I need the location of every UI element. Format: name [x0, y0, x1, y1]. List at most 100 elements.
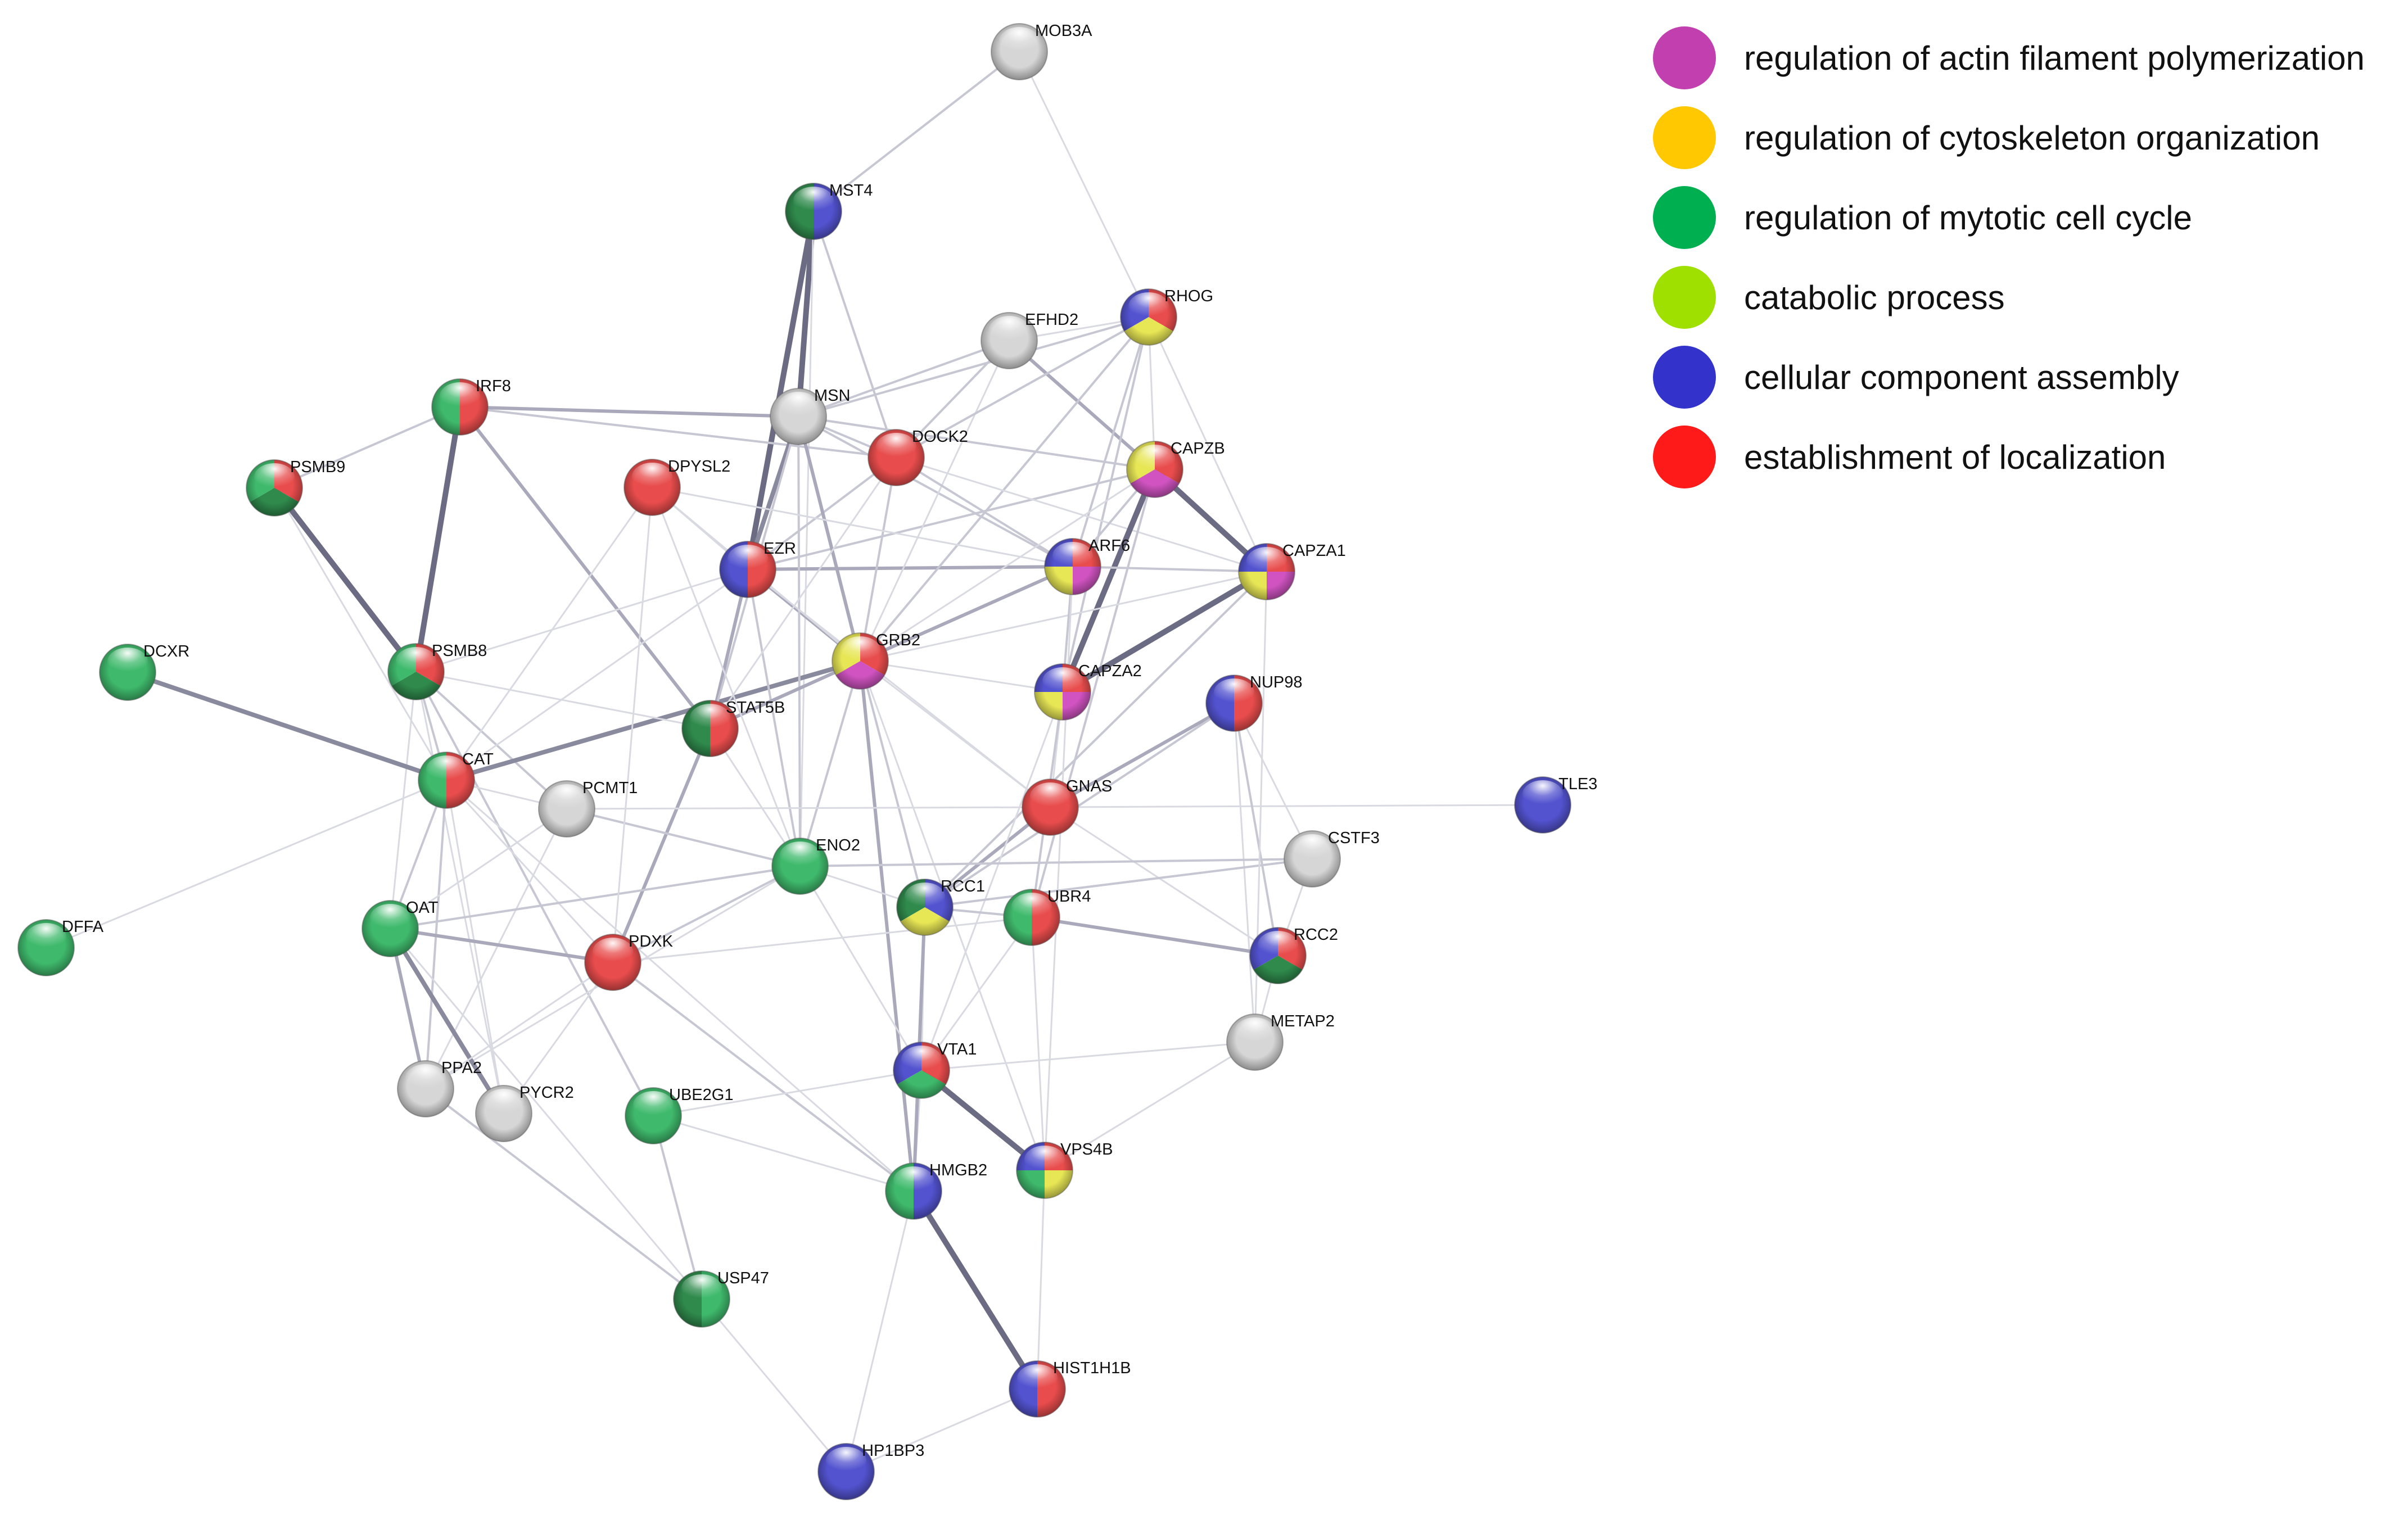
edge-ezr-capzb: [747, 468, 1156, 571]
node-ubr4[interactable]: UBR4: [1003, 888, 1091, 946]
node-outline: [868, 429, 925, 486]
node-gloss: [440, 382, 480, 410]
node-pycr2[interactable]: PYCR2: [475, 1084, 574, 1142]
node-stat5b[interactable]: STAT5B: [681, 699, 785, 757]
edge-mst4-dock2: [812, 210, 897, 459]
node-ppa2[interactable]: PPA2: [397, 1059, 482, 1117]
node-hist1h1b[interactable]: HIST1H1B: [1009, 1359, 1131, 1418]
node-vps4b[interactable]: VPS4B: [1016, 1141, 1113, 1199]
node-eno2[interactable]: ENO2: [771, 836, 860, 895]
node-dpysl2[interactable]: DPYSL2: [624, 458, 730, 516]
edge-nup98-rcc2: [1233, 702, 1279, 957]
edge-ppa2-usp47: [424, 1088, 703, 1300]
node-gloss: [728, 545, 768, 573]
edge-dock2-capza1: [895, 456, 1268, 573]
edge-pcmt1-eno2: [566, 808, 801, 867]
legend-item: establishment of localization: [1653, 417, 2408, 497]
edge-vps4b-metap2: [1043, 1041, 1256, 1171]
edge-psmb8-ezr: [415, 568, 749, 673]
node-ezr[interactable]: EZR: [719, 540, 796, 598]
edge-nup98-metap2: [1233, 702, 1256, 1043]
edge-cat-pycr2: [445, 779, 505, 1115]
node-capzb[interactable]: CAPZB: [1126, 440, 1225, 498]
edge-nup98-cstf3: [1233, 702, 1313, 860]
node-efhd2[interactable]: EFHD2: [981, 311, 1078, 369]
node-capza1[interactable]: CAPZA1: [1238, 542, 1346, 600]
edge-msn-efhd2: [797, 340, 1010, 418]
node-gnas[interactable]: GNAS: [1022, 777, 1112, 836]
node-gloss: [681, 1274, 722, 1302]
node-arf6[interactable]: ARF6: [1044, 537, 1130, 595]
node-nup98[interactable]: NUP98: [1205, 673, 1303, 732]
edge-capza1-capza2: [1060, 569, 1269, 695]
legend-item: regulation of actin filament polymerizat…: [1653, 18, 2408, 98]
edge-cat-dffa: [45, 779, 448, 949]
node-label: IRF8: [476, 377, 511, 395]
node-irf8[interactable]: IRF8: [431, 377, 511, 436]
node-mob3a[interactable]: MOB3A: [991, 22, 1092, 80]
edge-ubr4-pdxk: [612, 916, 1033, 963]
node-dffa[interactable]: DFFA: [17, 918, 104, 976]
node-ube2g1[interactable]: UBE2G1: [625, 1086, 733, 1144]
node-gloss: [1052, 542, 1093, 570]
node-hp1bp3[interactable]: HP1BP3: [817, 1442, 924, 1500]
edge-eno2-cstf3: [799, 858, 1313, 867]
node-label: GNAS: [1066, 777, 1112, 795]
node-label: HP1BP3: [862, 1442, 924, 1460]
node-outline: [1022, 779, 1079, 836]
node-pdxk[interactable]: PDXK: [584, 933, 674, 991]
node-dock2[interactable]: DOCK2: [868, 428, 968, 486]
node-outline: [885, 1162, 942, 1220]
node-label: EFHD2: [1025, 311, 1078, 329]
node-gloss: [1246, 547, 1287, 575]
node-gloss: [26, 923, 66, 951]
node-label: VTA1: [937, 1040, 977, 1058]
node-outline: [673, 1270, 730, 1328]
edge-eno2-vta1: [799, 865, 923, 1071]
edge-mob3a-rhog: [1018, 51, 1150, 318]
edge-arf6-vps4b: [1043, 565, 1074, 1171]
edge-cat-hmgb2: [445, 779, 915, 1192]
node-label: RHOG: [1164, 287, 1213, 305]
node-capza2[interactable]: CAPZA2: [1034, 662, 1142, 721]
legend-item: regulation of cytoskeleton organization: [1653, 98, 2408, 178]
edge-eno2-oat: [389, 865, 801, 930]
node-metap2[interactable]: METAP2: [1226, 1012, 1335, 1071]
node-outline: [1044, 538, 1101, 595]
node-oat[interactable]: OAT: [362, 899, 439, 957]
node-outline: [719, 541, 776, 598]
node-usp47[interactable]: USP47: [673, 1269, 769, 1328]
node-outline: [981, 312, 1038, 369]
node-label: PYCR2: [519, 1084, 574, 1102]
node-label: UBR4: [1047, 888, 1091, 906]
node-outline: [991, 23, 1048, 80]
node-label: GRB2: [876, 631, 920, 649]
node-rcc1[interactable]: RCC1: [896, 877, 985, 936]
node-label: PDXK: [629, 933, 674, 951]
node-mst4[interactable]: MST4: [785, 182, 873, 240]
edge-arf6-dpysl2: [651, 486, 1074, 568]
node-psmb8[interactable]: PSMB8: [387, 642, 487, 700]
node-psmb9[interactable]: PSMB9: [246, 458, 345, 517]
node-vta1[interactable]: VTA1: [893, 1040, 977, 1099]
node-rcc2[interactable]: RCC2: [1249, 926, 1338, 984]
node-gloss: [793, 187, 834, 215]
node-pcmt1[interactable]: PCMT1: [538, 779, 638, 838]
node-outline: [99, 644, 156, 701]
node-cat[interactable]: CAT: [418, 750, 494, 809]
node-gloss: [1258, 931, 1298, 959]
node-cstf3[interactable]: CSTF3: [1284, 829, 1380, 888]
node-dcxr[interactable]: DCXR: [99, 642, 189, 701]
edge-rhog-arf6: [1072, 316, 1150, 568]
node-outline: [475, 1085, 532, 1142]
node-outline: [418, 752, 475, 809]
edge-psmb9-psmb8: [272, 485, 419, 675]
edges-layer: [45, 51, 1544, 1473]
node-grb2[interactable]: GRB2: [832, 631, 920, 690]
node-msn[interactable]: MSN: [770, 387, 850, 445]
node-rhog[interactable]: RHOG: [1120, 287, 1213, 346]
node-tle3[interactable]: TLE3: [1514, 775, 1597, 834]
node-gloss: [1135, 445, 1175, 473]
edge-capza2-vta1: [920, 691, 1064, 1071]
node-hmgb2[interactable]: HMGB2: [885, 1161, 987, 1220]
